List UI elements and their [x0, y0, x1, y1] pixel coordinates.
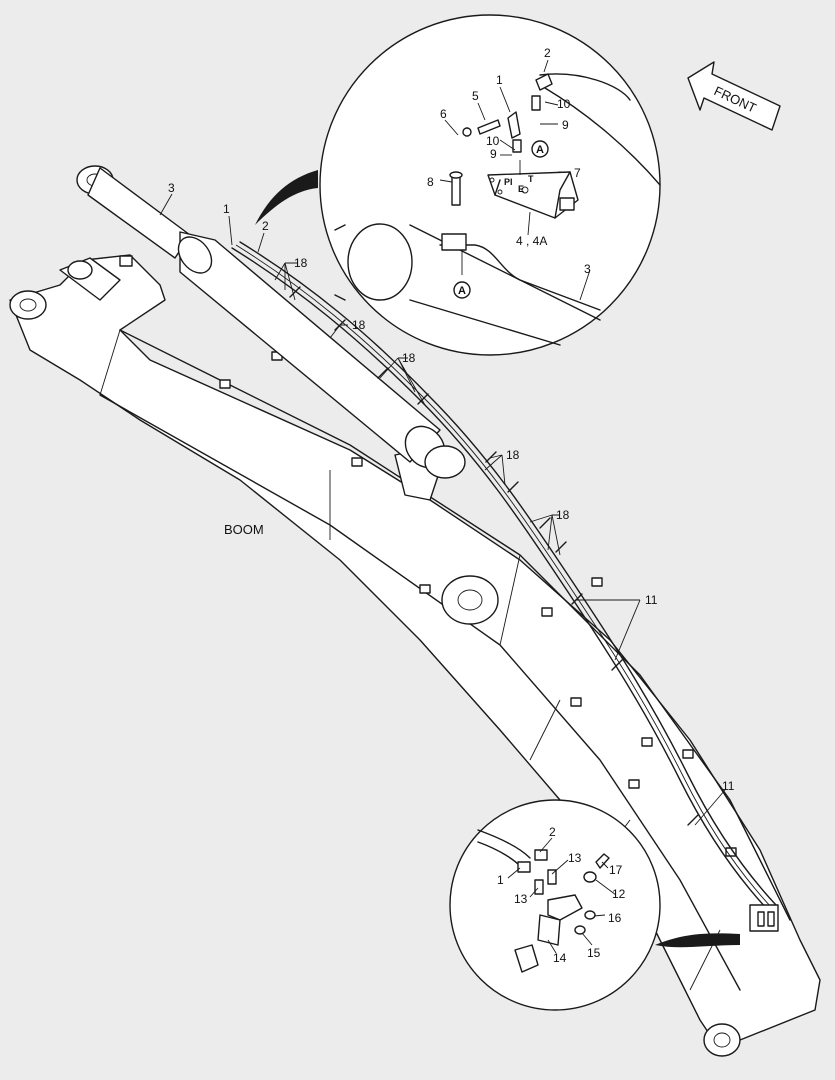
boom-label: BOOM: [224, 522, 264, 537]
label-clamp-11-a: 11: [645, 593, 658, 607]
detail-bottom-label-15: 15: [587, 946, 601, 960]
detail-bottom-label-13-b: 13: [514, 892, 528, 906]
detail-top-label-6: 6: [440, 107, 447, 121]
detail-top-label-9-a: 9: [562, 118, 569, 132]
detail-bottom-label-17: 17: [609, 863, 623, 877]
port-e-label: E: [518, 184, 524, 194]
detail-top-label-3: 3: [584, 262, 591, 276]
part-labels: BOOM 3 1 2 18 18 18 18 18 11 11 2 1 5 6 …: [168, 46, 735, 965]
leader-lines: [159, 170, 740, 948]
detail-bottom-label-13-a: 13: [568, 851, 582, 865]
boom-cylinder: [76, 165, 466, 479]
label-hose-2: 2: [262, 219, 269, 233]
port-pi-label: PI: [504, 177, 513, 187]
label-clamp-18-c: 18: [402, 351, 416, 365]
port-t-label: T: [528, 174, 534, 184]
detail-top-label-7: 7: [574, 166, 581, 180]
detail-top-label-10-a: 10: [557, 97, 571, 111]
detail-top-label-2: 2: [544, 46, 551, 60]
detail-top-label-10-b: 10: [486, 134, 500, 148]
detail-top-label-9-b: 9: [490, 147, 497, 161]
label-clamp-18-b: 18: [352, 318, 366, 332]
label-clamp-18-e: 18: [556, 508, 570, 522]
detail-circle-bottom: [449, 799, 661, 1011]
detail-top-label-8: 8: [427, 175, 434, 189]
label-clamp-18-a: 18: [294, 256, 308, 270]
detail-top-label-valve: 4 , 4A: [516, 234, 547, 248]
detail-bottom-label-12: 12: [612, 887, 626, 901]
detail-top-label-5: 5: [472, 89, 479, 103]
front-arrow: FRONT: [687, 61, 781, 131]
ref-a-bottom: A: [458, 285, 466, 297]
label-hose-1: 1: [223, 202, 230, 216]
detail-bottom-label-2: 2: [549, 825, 556, 839]
ref-a-top: A: [536, 144, 544, 156]
label-cylinder-3: 3: [168, 181, 175, 195]
detail-bottom-label-1: 1: [497, 873, 504, 887]
detail-circle-top: [319, 14, 661, 356]
detail-bottom-label-16: 16: [608, 911, 622, 925]
detail-top-label-1: 1: [496, 73, 503, 87]
label-clamp-11-b: 11: [722, 779, 735, 793]
label-clamp-18-d: 18: [506, 448, 520, 462]
detail-bottom-label-14: 14: [553, 951, 567, 965]
